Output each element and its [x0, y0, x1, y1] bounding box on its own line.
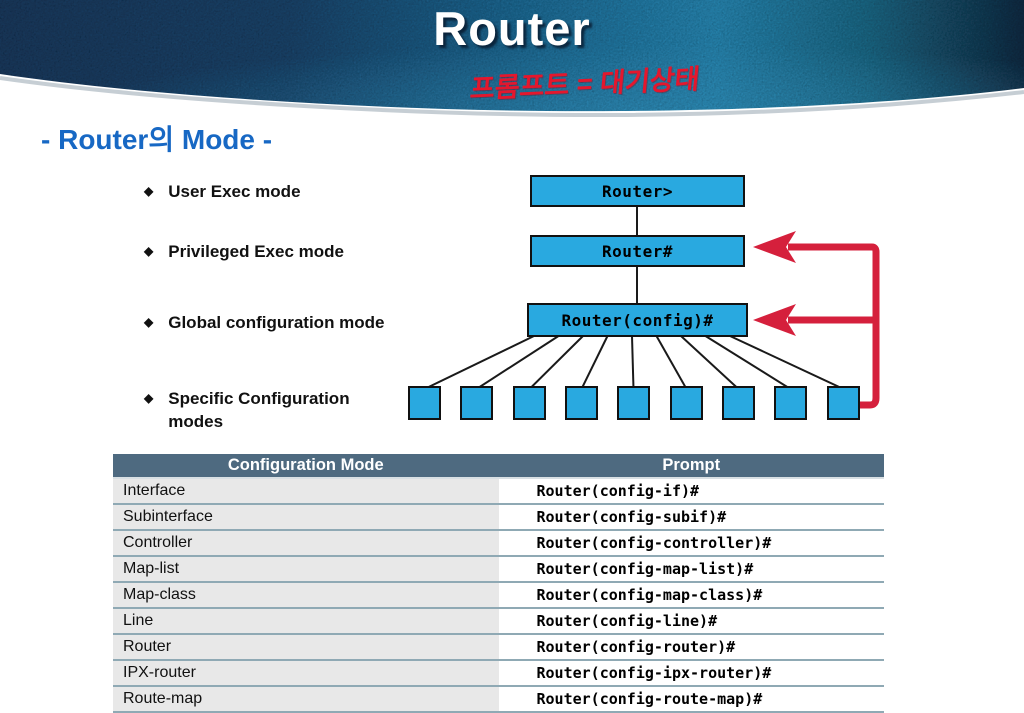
- bullet-label: User Exec mode: [168, 182, 301, 201]
- specific-mode-box: [513, 386, 546, 420]
- prompt-cell: Router(config-line)#: [498, 608, 884, 634]
- mode-cell: Map-class: [113, 582, 499, 608]
- fan-line: [729, 335, 844, 390]
- fan-line: [424, 335, 535, 390]
- specific-mode-box: [670, 386, 703, 420]
- prompt-cell: Router(config-subif)#: [498, 504, 884, 530]
- bullet-label: Privileged Exec mode: [168, 242, 344, 261]
- specific-mode-box: [460, 386, 493, 420]
- specific-mode-box: [408, 386, 441, 420]
- bullet-privileged-exec: ◆ Privileged Exec mode: [144, 241, 344, 264]
- mode-cell: Map-list: [113, 556, 499, 582]
- fan-out-lines: [424, 335, 844, 390]
- prompt-cell: Router(config-if)#: [498, 478, 884, 504]
- diamond-bullet-icon: ◆: [144, 315, 154, 329]
- mode-cell: Subinterface: [113, 504, 499, 530]
- arrow-head-icon: [753, 231, 796, 263]
- mode-box-privileged-exec: Router#: [530, 235, 745, 267]
- header-curve-graphic: [0, 0, 1024, 118]
- specific-mode-box: [565, 386, 598, 420]
- fan-line: [580, 335, 609, 390]
- fan-line: [475, 335, 560, 390]
- mode-cell: Interface: [113, 478, 499, 504]
- diamond-bullet-icon: ◆: [144, 391, 154, 405]
- prompt-cell: Router(config-router)#: [498, 634, 884, 660]
- prompt-cell: Router(config-controller)#: [498, 530, 884, 556]
- bullet-label: Global configuration mode: [168, 313, 385, 332]
- prompt-cell: Router(config-ipx-router)#: [498, 660, 884, 686]
- mode-cell: Line: [113, 608, 499, 634]
- feedback-arrows: [753, 231, 880, 409]
- header-banner: Router 프롬프트 = 대기상태: [0, 0, 1024, 124]
- bullet-global-config: ◆ Global configuration mode: [144, 312, 385, 335]
- bullet-user-exec: ◆ User Exec mode: [144, 181, 301, 204]
- section-heading: - Router의 Mode -: [41, 124, 273, 155]
- table-header-row: Configuration Mode Prompt: [113, 454, 884, 479]
- column-header-configuration-mode: Configuration Mode: [113, 454, 499, 479]
- bullet-label: Specific Configuration modes: [168, 389, 350, 431]
- arrow-head-icon: [753, 304, 796, 336]
- diamond-bullet-icon: ◆: [144, 184, 154, 198]
- column-header-prompt: Prompt: [498, 454, 884, 479]
- specific-mode-box: [722, 386, 755, 420]
- specific-mode-box: [774, 386, 807, 420]
- mode-cell: IPX-router: [113, 660, 499, 686]
- bullet-specific-config: ◆ Specific Configuration modes: [144, 388, 350, 434]
- prompt-cell: Router(config-map-class)#: [498, 582, 884, 608]
- mode-cell: Controller: [113, 530, 499, 556]
- fan-line: [655, 335, 688, 390]
- prompt-cell: Router(config-map-list)#: [498, 556, 884, 582]
- slide-title: Router: [433, 2, 591, 55]
- mode-box-global-config: Router(config)#: [527, 303, 748, 337]
- specific-mode-box: [617, 386, 650, 420]
- specific-mode-box: [827, 386, 860, 420]
- prompt-cell: Router(config-route-map)#: [498, 686, 884, 712]
- mode-cell: Router: [113, 634, 499, 660]
- fan-line: [528, 335, 584, 390]
- mode-box-user-exec: Router>: [530, 175, 745, 207]
- fan-line: [631, 335, 635, 390]
- mode-cell: Route-map: [113, 686, 499, 712]
- diamond-bullet-icon: ◆: [144, 244, 154, 258]
- fan-line: [704, 335, 792, 390]
- fan-line: [680, 335, 740, 390]
